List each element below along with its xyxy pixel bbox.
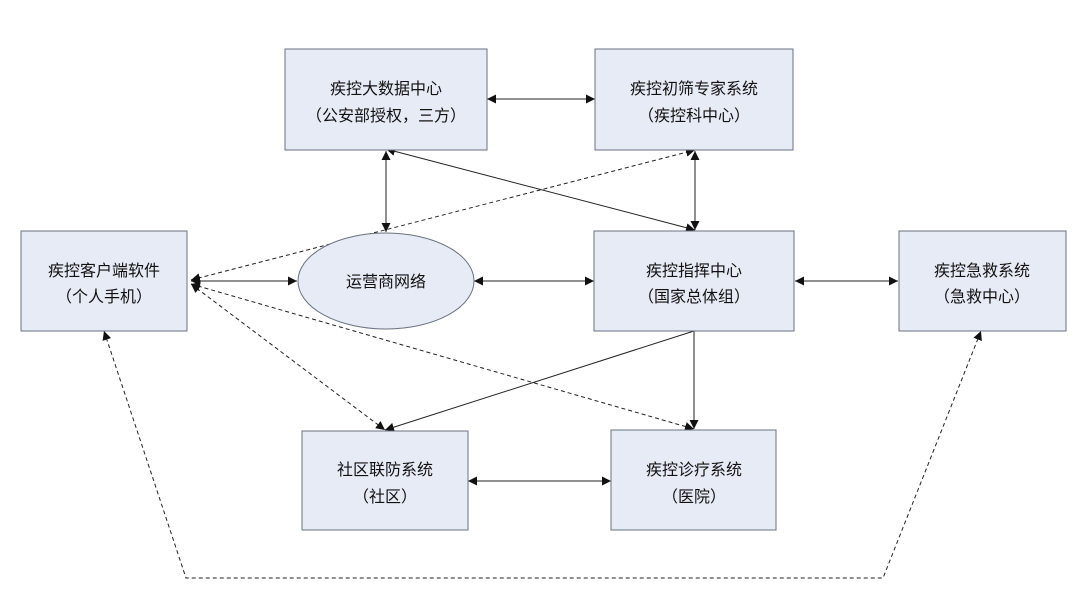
node-command-center: 疾控指挥中心 （国家总体组） — [593, 230, 795, 332]
node-screening-subtitle: （疾控科中心） — [638, 106, 750, 125]
edge-client-screening — [190, 147, 696, 283]
node-client-title: 疾控客户端软件 — [48, 261, 160, 280]
node-community-subtitle: （社区） — [353, 487, 417, 506]
node-screening-title: 疾控初筛专家系统 — [630, 79, 758, 98]
node-clinic-title: 疾控诊疗系统 — [646, 460, 742, 479]
node-clinic-system: 疾控诊疗系统 （医院） — [610, 429, 777, 531]
node-client-software: 疾控客户端软件 （个人手机） — [20, 230, 188, 332]
node-client-subtitle: （个人手机） — [56, 287, 152, 306]
node-bigdata-title: 疾控大数据中心 — [330, 79, 442, 98]
node-emergency-subtitle: （急救中心） — [934, 287, 1030, 306]
node-emergency-system: 疾控急救系统 （急救中心） — [898, 230, 1067, 332]
node-carrier-network: 运营商网络 — [297, 232, 475, 330]
node-clinic-subtitle: （医院） — [662, 487, 726, 506]
node-community-system: 社区联防系统 （社区） — [301, 430, 469, 531]
node-command-title: 疾控指挥中心 — [646, 261, 742, 280]
edge-command-community — [384, 330, 695, 432]
edge-client-clinic — [190, 282, 695, 431]
node-community-title: 社区联防系统 — [337, 460, 433, 479]
edge-bigdata-command — [385, 146, 696, 233]
node-bigdata-subtitle: （公安部授权，三方） — [306, 106, 466, 125]
node-network-title: 运营商网络 — [346, 272, 426, 291]
node-emergency-title: 疾控急救系统 — [934, 261, 1030, 280]
edges — [102, 94, 982, 579]
edge-client-emergency — [102, 330, 982, 579]
node-bigdata-center: 疾控大数据中心 （公安部授权，三方） — [284, 48, 488, 151]
node-command-subtitle: （国家总体组） — [638, 287, 750, 306]
node-screening-system: 疾控初筛专家系统 （疾控科中心） — [594, 48, 794, 151]
